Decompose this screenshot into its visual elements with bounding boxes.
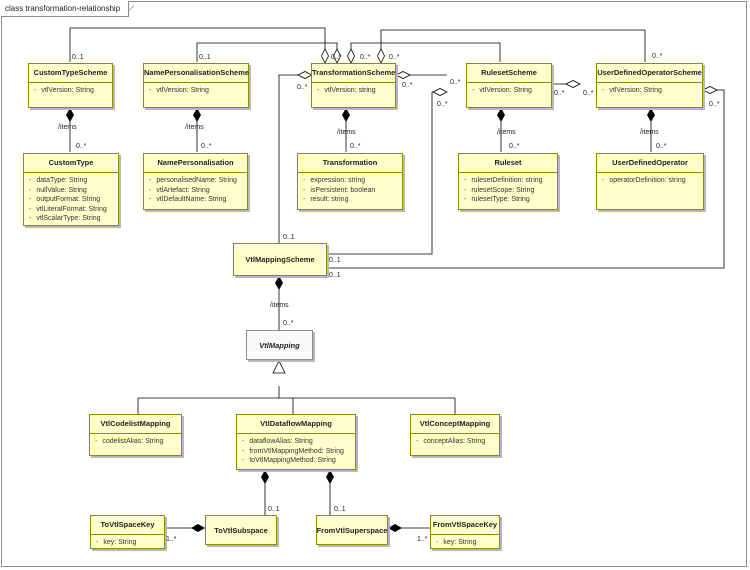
- attribute: vtlVersion: String: [149, 86, 243, 96]
- class-ruleset[interactable]: Ruleset rulesetDefinition: string rulese…: [458, 153, 558, 210]
- multiplicity-label: 0..1: [199, 54, 211, 61]
- multiplicity-label: 0..1: [329, 272, 341, 279]
- attribute: dataflowAlias: String: [242, 437, 350, 447]
- multiplicity-label: 0..*: [554, 90, 565, 97]
- multiplicity-label: 0..*: [656, 143, 667, 150]
- class-custom-type-scheme[interactable]: CustomTypeScheme vtlVersion: String: [28, 63, 113, 108]
- attribute: vtlDefaultName: String: [149, 195, 242, 205]
- multiplicity-label: 0..*: [402, 82, 413, 89]
- multiplicity-label: 0..1: [329, 257, 341, 264]
- multiplicity-label: 0..1: [283, 234, 295, 241]
- multiplicity-label: 0..*: [652, 53, 663, 60]
- attribute: key: String: [436, 538, 494, 548]
- class-transformation-scheme[interactable]: TransformationScheme vtlVersion: string: [311, 63, 396, 108]
- multiplicity-label: 0..*: [283, 320, 294, 327]
- role-label-items: /items: [58, 124, 77, 131]
- attribute: vtlVersion: String: [472, 86, 546, 96]
- attribute: outputFormat: String: [29, 195, 113, 205]
- multiplicity-label: 0..*: [297, 84, 308, 91]
- class-vtl-dataflow-mapping[interactable]: VtlDataflowMapping dataflowAlias: String…: [236, 414, 356, 470]
- attribute: expression: string: [303, 176, 397, 186]
- edge-ts-udoscheme: [377, 29, 646, 64]
- multiplicity-label: 0..*: [350, 143, 361, 150]
- class-to-vtl-subspace[interactable]: ToVtlSubspace: [205, 515, 277, 545]
- attribute: rulesetType: String: [464, 195, 552, 205]
- class-custom-type[interactable]: CustomType dataType: String nullValue: S…: [23, 153, 119, 226]
- role-label-items: /items: [337, 129, 356, 136]
- class-vtl-codelist-mapping[interactable]: VtlCodelistMapping codelistAlias: String: [89, 414, 182, 456]
- attribute: isPersistent: boolean: [303, 186, 397, 196]
- class-from-vtl-superspace[interactable]: FromVtlSuperspace: [316, 515, 388, 545]
- class-from-vtl-space-key[interactable]: FromVtlSpaceKey key: String: [430, 515, 500, 549]
- role-label-items: /items: [497, 129, 516, 136]
- edge-udoscheme-vtlmappingscheme: [327, 86, 725, 269]
- role-label-items: /items: [185, 124, 204, 131]
- attribute: codelistAlias: String: [95, 437, 176, 447]
- generalization-arrow: [272, 360, 286, 374]
- attribute: result: string: [303, 195, 397, 205]
- attribute: personalisedName: String: [149, 176, 242, 186]
- attribute: vtlScalarType: String: [29, 214, 113, 224]
- multiplicity-label: 0..*: [331, 54, 342, 61]
- multiplicity-label: 0..*: [360, 54, 371, 61]
- class-vtl-concept-mapping[interactable]: VtlConceptMapping conceptAlias: String: [410, 414, 500, 456]
- attribute: conceptAlias: String: [416, 437, 494, 447]
- diagram-frame-title: class transformation-relationship: [1, 1, 130, 17]
- edge-ts-customtypescheme: [69, 27, 329, 64]
- class-user-defined-operator[interactable]: UserDefinedOperator operatorDefinition: …: [596, 153, 704, 210]
- edge-ts-rulesetscheme: [347, 42, 501, 64]
- edge-rulesetscheme-vtlmappingscheme: [327, 88, 448, 255]
- attribute: vtlVersion: String: [602, 86, 697, 96]
- role-label-items: /items: [640, 129, 659, 136]
- attribute: dataType: String: [29, 176, 113, 186]
- multiplicity-label: 0..*: [450, 79, 461, 86]
- class-vtl-mapping-scheme[interactable]: VtlMappingScheme: [233, 243, 327, 276]
- attribute: toVtlMappingMethod: String: [242, 456, 350, 466]
- role-label-items: /items: [270, 302, 289, 309]
- multiplicity-label: 0..*: [76, 143, 87, 150]
- multiplicity-label: 0..*: [509, 143, 520, 150]
- multiplicity-label: 0..1: [268, 506, 280, 513]
- multiplicity-label: 0..1: [334, 506, 346, 513]
- attribute: vtlArtefact: String: [149, 186, 242, 196]
- multiplicity-label: 1..*: [417, 536, 428, 543]
- attribute: fromVtlMappingMethod: String: [242, 447, 350, 457]
- multiplicity-label: 0..*: [389, 54, 400, 61]
- class-to-vtl-space-key[interactable]: ToVtlSpaceKey key: String: [90, 515, 165, 549]
- attribute: key: String: [96, 538, 159, 548]
- attribute: rulesetScope: String: [464, 186, 552, 196]
- multiplicity-label: 1..*: [166, 536, 177, 543]
- attribute: rulesetDefinition: string: [464, 176, 552, 186]
- multiplicity-label: 0..*: [437, 101, 448, 108]
- attribute: vtlLiteralFormat: String: [29, 205, 113, 215]
- multiplicity-label: 0..*: [583, 90, 594, 97]
- class-vtl-mapping[interactable]: VtlMapping: [246, 330, 313, 360]
- edge-ts-namepersscheme: [196, 42, 341, 64]
- attribute: vtlVersion: string: [317, 86, 390, 96]
- edge-ts-vtlmappingscheme: [278, 71, 313, 244]
- class-name-personalisation-scheme[interactable]: NamePersonalisationScheme vtlVersion: St…: [143, 63, 249, 108]
- multiplicity-label: 0..*: [201, 143, 212, 150]
- attribute: operatorDefinition: string: [602, 176, 698, 186]
- class-ruleset-scheme[interactable]: RulesetScheme vtlVersion: String: [466, 63, 552, 108]
- multiplicity-label: 0..*: [709, 101, 720, 108]
- class-user-defined-operator-scheme[interactable]: UserDefinedOperatorScheme vtlVersion: St…: [596, 63, 703, 108]
- attribute: vtlVersion: String: [34, 86, 107, 96]
- class-transformation[interactable]: Transformation expression: string isPers…: [297, 153, 403, 210]
- class-name-personalisation[interactable]: NamePersonalisation personalisedName: St…: [143, 153, 248, 210]
- attribute: nullValue: String: [29, 186, 113, 196]
- multiplicity-label: 0..1: [72, 54, 84, 61]
